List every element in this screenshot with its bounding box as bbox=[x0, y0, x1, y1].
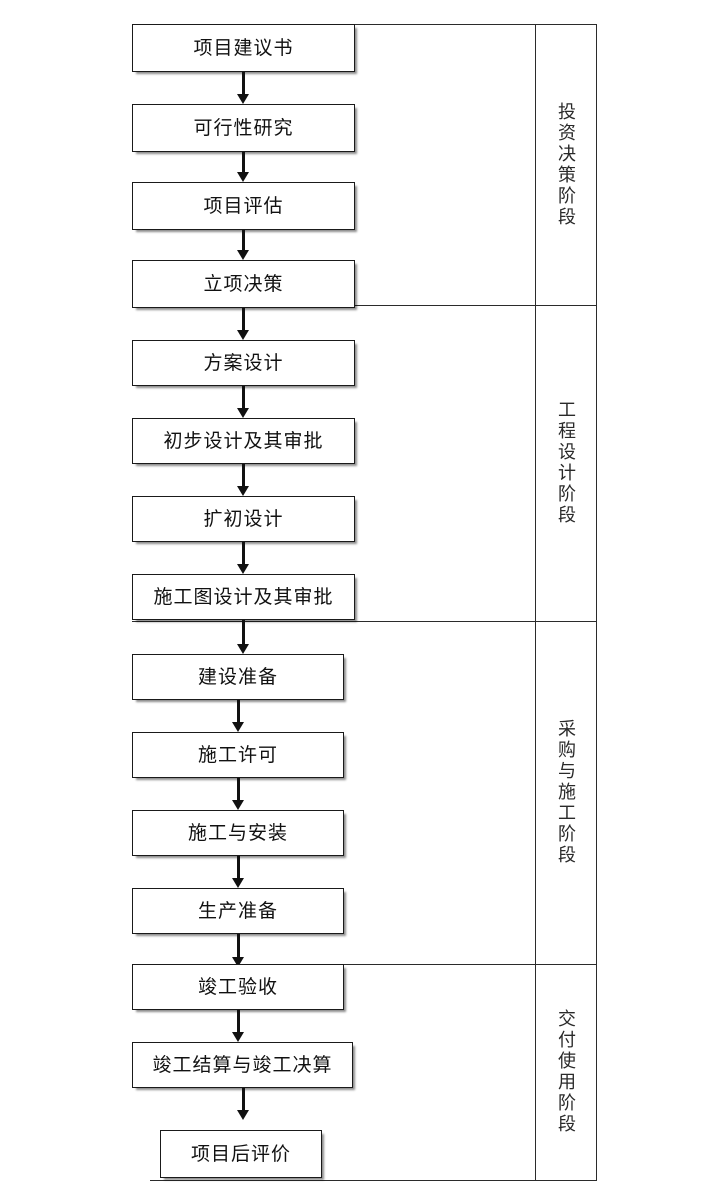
node-project-approval-decision[interactable]: 立项决策 bbox=[132, 260, 355, 308]
frame-right-border bbox=[596, 24, 597, 1181]
phase-label-delivery-use: 交付使用阶段 bbox=[556, 1009, 576, 1135]
phase-divider-3 bbox=[132, 964, 597, 965]
node-construction-drawing-design-approval[interactable]: 施工图设计及其审批 bbox=[132, 574, 355, 620]
node-post-project-evaluation[interactable]: 项目后评价 bbox=[160, 1130, 322, 1178]
phase-label-procurement-construction: 采购与施工阶段 bbox=[556, 719, 576, 866]
phase-divider-1 bbox=[132, 305, 597, 306]
node-final-settlement-and-final-account[interactable]: 竣工结算与竣工决算 bbox=[132, 1042, 353, 1088]
phase-column-divider bbox=[535, 24, 536, 1181]
node-completion-acceptance[interactable]: 竣工验收 bbox=[132, 964, 344, 1010]
phase-label-investment-decision: 投资决策阶段 bbox=[556, 101, 576, 228]
node-extended-preliminary-design[interactable]: 扩初设计 bbox=[132, 496, 355, 542]
node-construction-and-installation[interactable]: 施工与安装 bbox=[132, 810, 344, 856]
node-scheme-design[interactable]: 方案设计 bbox=[132, 340, 355, 386]
phase-label-engineering-design: 工程设计阶段 bbox=[556, 400, 576, 526]
frame-top-border bbox=[132, 24, 597, 25]
node-construction-preparation[interactable]: 建设准备 bbox=[132, 654, 344, 700]
node-production-preparation[interactable]: 生产准备 bbox=[132, 888, 344, 934]
node-preliminary-design-approval[interactable]: 初步设计及其审批 bbox=[132, 418, 355, 464]
node-feasibility-study[interactable]: 可行性研究 bbox=[132, 104, 355, 152]
node-project-proposal[interactable]: 项目建议书 bbox=[132, 24, 355, 72]
node-construction-permit[interactable]: 施工许可 bbox=[132, 732, 344, 778]
phase-divider-2 bbox=[132, 621, 597, 622]
node-project-appraisal[interactable]: 项目评估 bbox=[132, 182, 355, 230]
frame-bottom-border bbox=[150, 1180, 597, 1181]
